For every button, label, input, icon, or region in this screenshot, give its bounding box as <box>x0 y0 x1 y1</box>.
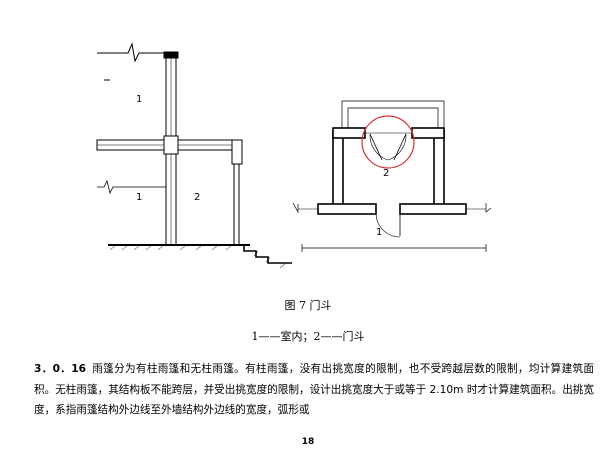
section-label-vestibule: 2 <box>194 192 200 203</box>
section-label-room-lower: 1 <box>136 192 142 203</box>
plan-drawing <box>292 100 492 252</box>
figure-7-door-bucket: 1 1 2 2 1 <box>96 42 492 269</box>
plan-label-room: 1 <box>376 227 382 238</box>
figure-caption-legend: 1——室内；2——门斗 <box>251 330 365 343</box>
clause-number: 3．0．16 <box>34 363 86 375</box>
section-label-room-upper: 1 <box>136 94 142 105</box>
figure-caption-title: 图 7 门斗 <box>284 299 332 312</box>
plan-label-vestibule: 2 <box>383 168 389 179</box>
clause-text: 雨篷分为有柱雨篷和无柱雨篷。有柱雨篷，没有出挑宽度的限制，也不受跨越层数的限制，… <box>34 363 594 416</box>
page-number: 18 <box>301 437 315 447</box>
section-drawing <box>96 42 292 269</box>
